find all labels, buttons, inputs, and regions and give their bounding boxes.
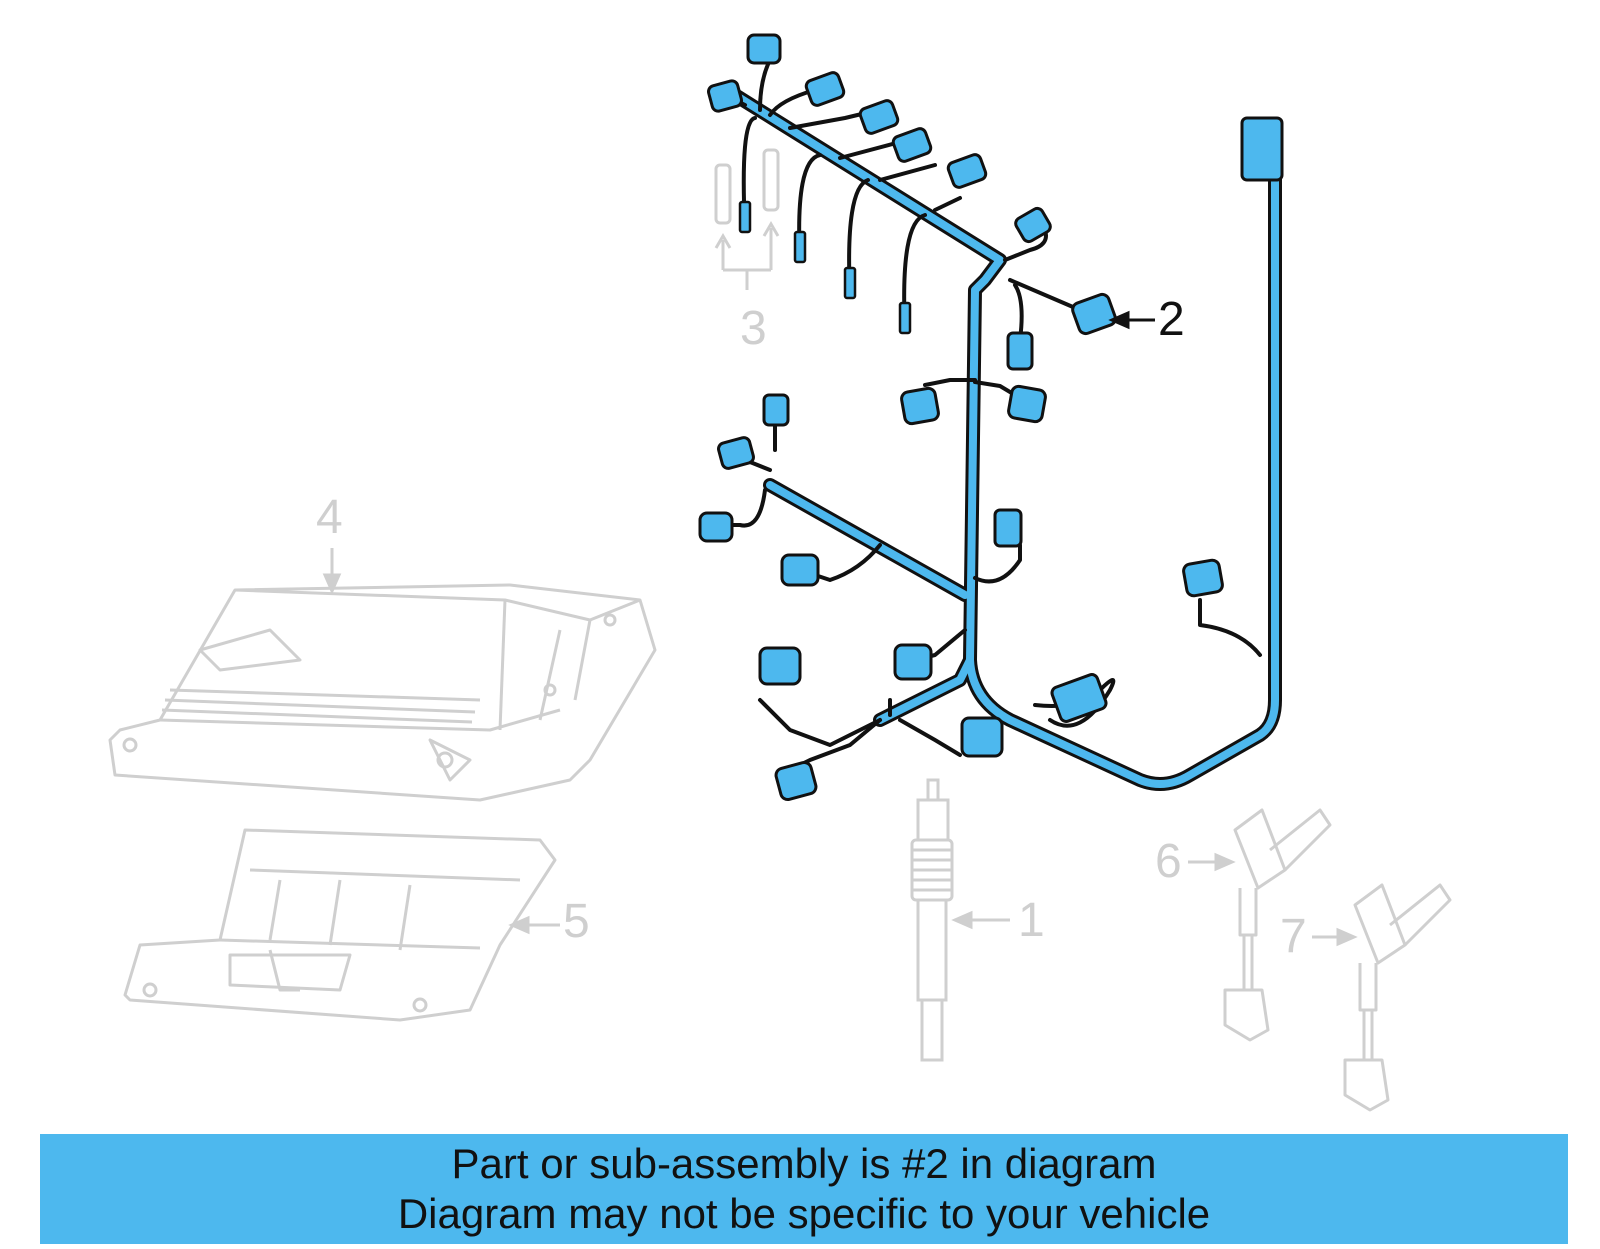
glow-plug xyxy=(910,778,954,1062)
callout-5: 5 xyxy=(563,895,590,948)
speed-sensor-6 xyxy=(1223,808,1332,1042)
callout-2: 2 xyxy=(1158,293,1185,346)
banner-line-part: Part or sub-assembly is #2 in diagram xyxy=(451,1140,1157,1187)
speed-sensor-7 xyxy=(1343,883,1452,1112)
ecu-bracket xyxy=(123,828,557,1022)
wiring-harness[interactable] xyxy=(698,33,1284,802)
callout-arrow-4 xyxy=(322,548,342,595)
callout-6: 6 xyxy=(1155,835,1182,888)
callout-1: 1 xyxy=(1018,894,1045,947)
callout-arrow-6 xyxy=(1188,852,1236,872)
banner-line-disclaimer: Diagram may not be specific to your vehi… xyxy=(397,1190,1211,1237)
connector-terminals xyxy=(714,148,780,290)
parts-diagram xyxy=(108,33,1452,1112)
callout-arrow-2 xyxy=(1108,310,1155,330)
engine-control-module xyxy=(108,583,657,802)
info-banner: Part or sub-assembly is #2 in diagram Di… xyxy=(40,1134,1568,1244)
callout-arrow-7 xyxy=(1312,927,1358,947)
callout-7: 7 xyxy=(1280,910,1307,963)
callout-3: 3 xyxy=(740,302,767,355)
callout-arrow-5 xyxy=(508,915,560,935)
callout-4: 4 xyxy=(316,491,343,544)
callout-arrow-1 xyxy=(951,910,1010,930)
